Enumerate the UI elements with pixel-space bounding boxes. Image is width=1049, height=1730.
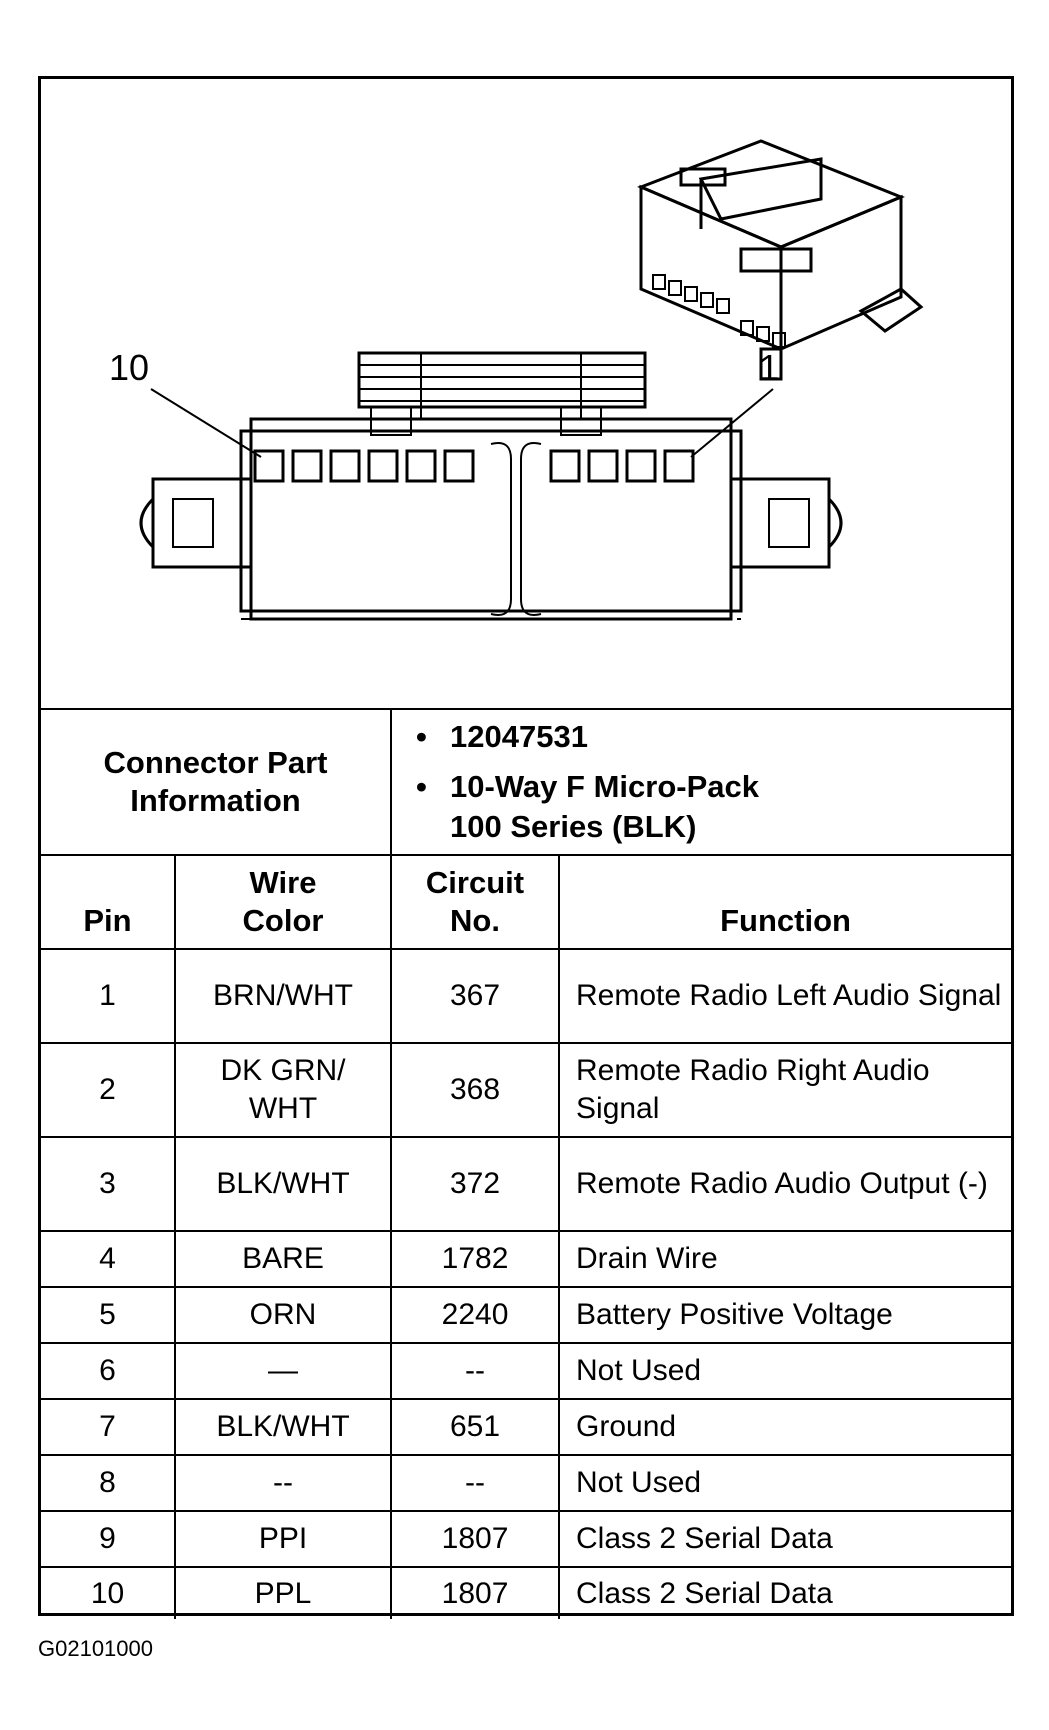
circuit-cell: 372 xyxy=(390,1136,561,1232)
pin-cell: 8 xyxy=(41,1454,176,1512)
pin-cell: 4 xyxy=(41,1230,176,1288)
wire-color-cell: BARE xyxy=(173,1230,393,1288)
circuit-cell: 1807 xyxy=(390,1566,561,1619)
wire-color-cell: BLK/WHT xyxy=(173,1398,393,1456)
pin-callout-lines xyxy=(150,388,774,458)
pin-cell: 7 xyxy=(41,1398,176,1456)
circuit-cell: 651 xyxy=(390,1398,561,1456)
connector-front-view xyxy=(139,351,843,621)
wire-color-cell: BRN/WHT xyxy=(173,948,393,1044)
wire-color-cell: ORN xyxy=(173,1286,393,1344)
function-cell: Ground xyxy=(558,1398,1012,1456)
wire-color-cell: PPI xyxy=(173,1510,393,1568)
circuit-cell: 1782 xyxy=(390,1230,561,1288)
column-header-row: Pin Wire Color Circuit No. Function xyxy=(41,854,1012,949)
wire-color-cell: DK GRN/ WHT xyxy=(173,1042,393,1138)
connector-iso-icon xyxy=(637,139,924,381)
function-cell: Remote Radio Right Audio Signal xyxy=(558,1042,1012,1138)
pin-cell: 2 xyxy=(41,1042,176,1138)
part-description-line2: 100 Series (BLK) xyxy=(450,809,697,844)
circuit-cell: 1807 xyxy=(390,1510,561,1568)
connector-info-label: Connector Part Information xyxy=(41,708,393,856)
pin-cell: 9 xyxy=(41,1510,176,1568)
wire-color-cell: BLK/WHT xyxy=(173,1136,393,1232)
column-header-circuit-no: Circuit No. xyxy=(390,854,561,949)
connector-info-row: Connector Part Information 12047531 10-W… xyxy=(41,708,1012,856)
pin-10-callout: 10 xyxy=(109,347,150,388)
figure-code: G02101000 xyxy=(38,1636,153,1661)
column-header-pin: Pin xyxy=(41,854,176,949)
wire-color-cell: PPL xyxy=(173,1566,393,1619)
pin-cell: 10 xyxy=(41,1566,176,1619)
pin-1-callout: 1 xyxy=(759,347,780,388)
pin-cavities xyxy=(253,449,695,483)
column-header-function: Function xyxy=(558,854,1012,949)
function-cell: Remote Radio Audio Output (-) xyxy=(558,1136,1012,1232)
part-number: 12047531 xyxy=(416,717,1011,757)
function-cell: Drain Wire xyxy=(558,1230,1012,1288)
function-cell: Class 2 Serial Data xyxy=(558,1510,1012,1568)
pin-cell: 1 xyxy=(41,948,176,1044)
pin-cell: 5 xyxy=(41,1286,176,1344)
circuit-cell: -- xyxy=(390,1454,561,1512)
function-cell: Not Used xyxy=(558,1342,1012,1400)
pin-cell: 3 xyxy=(41,1136,176,1232)
pin-cell: 6 xyxy=(41,1342,176,1400)
pinout-table: Connector Part Information 12047531 10-W… xyxy=(41,708,1012,1619)
function-cell: Battery Positive Voltage xyxy=(558,1286,1012,1344)
connector-illustration: 10 1 xyxy=(41,79,1011,709)
connector-info-details: 12047531 10-Way F Micro-Pack 100 Series … xyxy=(390,708,1012,856)
function-cell: Remote Radio Left Audio Signal xyxy=(558,948,1012,1044)
wire-color-cell: -- xyxy=(173,1454,393,1512)
part-description-line1: 10-Way F Micro-Pack xyxy=(416,767,1011,807)
table-row: 8----Not Used xyxy=(41,1454,1012,1512)
function-cell: Not Used xyxy=(558,1454,1012,1512)
table-row: 6—--Not Used xyxy=(41,1342,1012,1400)
connector-drawing xyxy=(139,139,924,621)
circuit-cell: 2240 xyxy=(390,1286,561,1344)
circuit-cell: 368 xyxy=(390,1042,561,1138)
circuit-cell: -- xyxy=(390,1342,561,1400)
column-header-wire-color: Wire Color xyxy=(173,854,393,949)
circuit-cell: 367 xyxy=(390,948,561,1044)
function-cell: Class 2 Serial Data xyxy=(558,1566,1012,1619)
diagram-frame: 10 1 Connector Part Information 12047531… xyxy=(38,76,1014,1619)
wire-color-cell: — xyxy=(173,1342,393,1400)
